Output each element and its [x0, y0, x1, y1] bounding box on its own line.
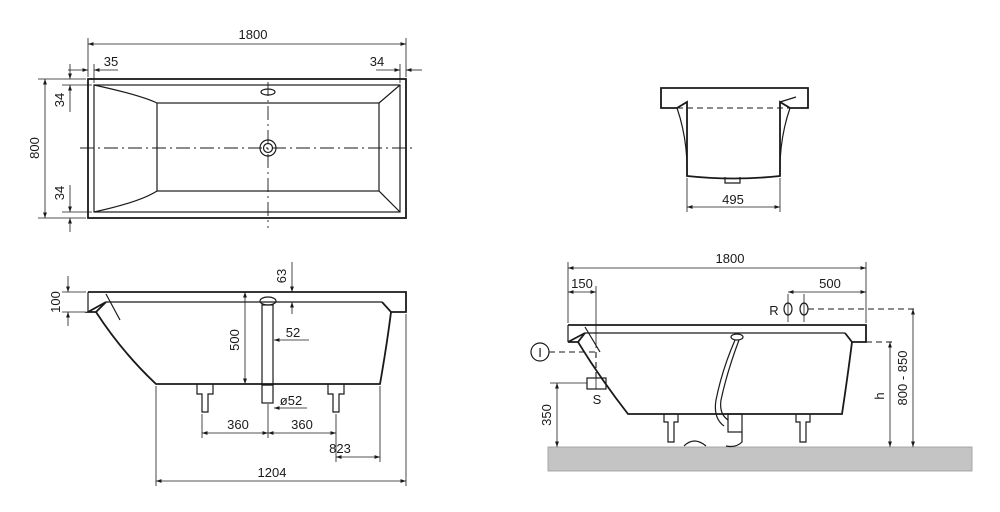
faucet-hole-left — [783, 302, 793, 316]
dim-rim-height: 100 — [48, 291, 63, 313]
end-view: 495 — [660, 87, 809, 212]
dim-supply-height: 350 — [539, 404, 554, 426]
dim-rim-right: 34 — [370, 54, 384, 69]
top-backrest-curve-upper — [93, 84, 158, 104]
overflow-cap — [259, 296, 277, 306]
supply-label: S — [593, 392, 602, 407]
dim-height-range: 800 - 850 — [895, 351, 910, 406]
floor — [547, 446, 973, 472]
dim-rim-bottom: 34 — [52, 186, 67, 200]
top-inner-edge — [93, 84, 401, 213]
supply-box — [586, 377, 607, 390]
installation-view: 1800 150 500 R 800 - 850 h I S 350 — [530, 251, 973, 472]
dim-waste-diameter: ø52 — [280, 393, 302, 408]
fittings-label: R — [769, 303, 778, 318]
install-overflow — [730, 333, 744, 341]
dim-overflow-offset: 63 — [274, 269, 289, 283]
top-view: 1800 35 34 800 34 34 — [27, 27, 422, 232]
dim-leg-right: 360 — [291, 417, 313, 432]
supply-marker: I — [538, 345, 542, 360]
install-trap — [683, 440, 707, 447]
top-backrest-curve-lower — [93, 190, 158, 213]
leg-left — [196, 384, 214, 413]
install-hose — [714, 339, 736, 427]
drain-hole-inner — [262, 142, 274, 154]
dim-offset-left: 150 — [571, 276, 593, 291]
dim-height-label: h — [872, 392, 887, 399]
dim-rim-top: 34 — [52, 93, 67, 107]
dim-inner-depth: 500 — [227, 329, 242, 351]
install-waste — [727, 413, 743, 433]
install-leg-left — [663, 414, 679, 443]
top-corner-line — [378, 84, 401, 104]
leg-right — [327, 384, 345, 413]
install-body — [577, 341, 853, 415]
dim-install-length: 1800 — [716, 251, 745, 266]
drain-hole — [259, 139, 277, 157]
dim-offset-right: 500 — [819, 276, 841, 291]
dim-leg-to-end: 823 — [329, 441, 351, 456]
dim-bottom-width: 495 — [722, 192, 744, 207]
overflow-hole — [260, 88, 276, 96]
install-leg-right — [795, 414, 811, 443]
top-corner-line — [378, 190, 401, 213]
side-view: 100 63 500 52 ø52 360 360 823 1204 — [48, 262, 407, 486]
dim-top-length: 1800 — [239, 27, 268, 42]
side-body — [95, 311, 392, 385]
top-outer-rim — [87, 78, 407, 219]
end-view-drain — [724, 177, 741, 184]
waste-pipe — [261, 384, 274, 404]
end-view-outline — [660, 87, 809, 180]
dim-top-width: 800 — [27, 137, 42, 159]
overflow-pipe — [261, 304, 274, 386]
dim-overflow-diameter: 52 — [286, 325, 300, 340]
dim-rim-left: 35 — [104, 54, 118, 69]
dim-base-length: 1204 — [258, 465, 287, 480]
dim-leg-left: 360 — [227, 417, 249, 432]
